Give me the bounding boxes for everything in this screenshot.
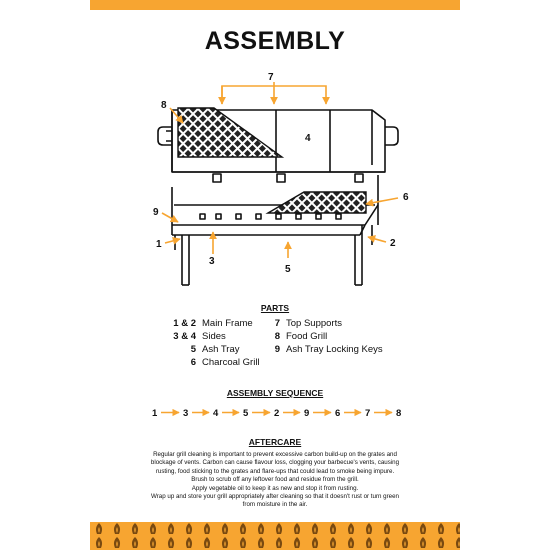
aftercare-line: Apply vegetable oil to keep it as new an… <box>191 484 359 492</box>
sequence-step: 4 <box>213 408 219 419</box>
assembly-sequence-heading: ASSEMBLY SEQUENCE <box>226 388 324 398</box>
aftercare-heading: AFTERCARE <box>248 437 302 447</box>
aftercare-line: rusting, food sticking to the grates and… <box>155 467 395 475</box>
sequence-step: 1 <box>152 408 158 419</box>
sequence-step: 7 <box>365 408 370 419</box>
sequence-step: 3 <box>183 408 188 419</box>
aftercare-line: from moisture in the air. <box>242 501 308 509</box>
charcoal-grill <box>265 191 367 214</box>
aftercare-line: Regular grill cleaning is important to p… <box>153 451 397 458</box>
sequence-step: 2 <box>274 408 279 419</box>
callout-5: 5 <box>285 264 291 275</box>
assembly-sequence: 1 3 4 5 2 9 6 7 8 <box>152 408 401 419</box>
bottom-decorative-band <box>90 522 460 550</box>
aftercare-line: blockage of vents. Carbon can cause flav… <box>150 459 400 467</box>
flame-pattern <box>90 522 460 550</box>
aftercare-line: Wrap up and store your grill appropriate… <box>150 493 399 501</box>
callout-2: 2 <box>390 238 396 249</box>
callout-8: 8 <box>161 100 167 111</box>
sequence-step: 6 <box>335 408 340 419</box>
callout-1: 1 <box>156 239 162 250</box>
aftercare-line: Brush to scrub off any leftover food and… <box>191 476 359 484</box>
food-grill <box>177 107 285 158</box>
callout-4: 4 <box>305 133 311 144</box>
callout-3: 3 <box>209 256 215 267</box>
page-title: ASSEMBLY <box>204 27 346 55</box>
callout-7: 7 <box>268 72 274 83</box>
sequence-step: 5 <box>243 408 249 419</box>
sequence-step: 9 <box>304 408 309 419</box>
grill-assembly-diagram: 7 8 4 6 9 1 2 3 5 <box>153 72 409 286</box>
parts-heading: PARTS <box>260 303 290 313</box>
top-accent-band <box>90 0 460 10</box>
sequence-step: 8 <box>396 408 401 419</box>
callout-9: 9 <box>153 207 159 218</box>
callout-arrows <box>161 82 399 258</box>
callout-6: 6 <box>403 192 409 203</box>
aftercare-text: Regular grill cleaning is important to p… <box>130 451 420 510</box>
